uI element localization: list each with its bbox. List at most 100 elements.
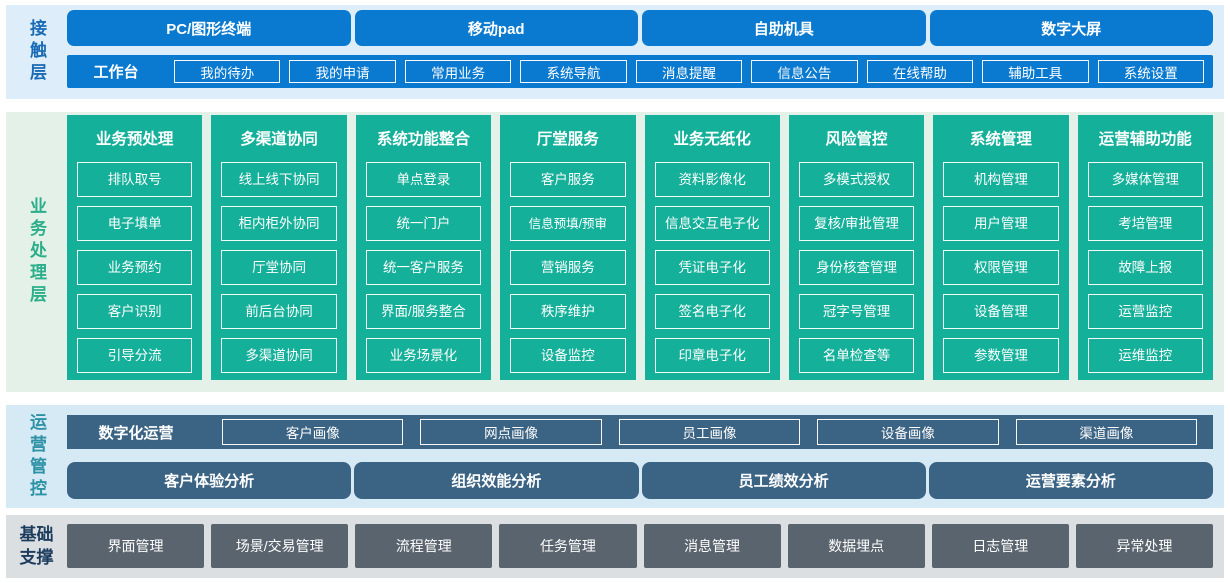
business-layer-body: 业务预处理 排队取号 电子填单 业务预约 客户识别 引导分流 多渠道协同 线上线…	[67, 112, 1213, 392]
business-columns: 业务预处理 排队取号 电子填单 业务预约 客户识别 引导分流 多渠道协同 线上线…	[67, 112, 1213, 380]
workbench-item-auxiliary-tools: 辅助工具	[982, 60, 1089, 83]
column-item: 柜内柜外协同	[221, 206, 337, 241]
column-title: 运营辅助功能	[1098, 131, 1192, 148]
column-item: 名单检查等	[798, 338, 915, 373]
operations-label-col: 运营管控	[6, 405, 67, 508]
portrait-customer: 客户画像	[222, 419, 404, 445]
digital-operations-bar: 数字化运营 客户画像 网点画像 员工画像 设备画像 渠道画像	[67, 415, 1213, 449]
column-operation-auxiliary-functions: 运营辅助功能 多媒体管理 考培管理 故障上报 运营监控 运维监控	[1077, 115, 1213, 380]
column-item: 多媒体管理	[1087, 162, 1203, 197]
column-item: 统一客户服务	[365, 250, 482, 285]
column-hall-service: 厅堂服务 客户服务 信息预填/预审 营销服务 秩序维护 设备监控	[500, 115, 636, 380]
channel-row: PC/图形终端 移动pad 自助机具 数字大屏	[67, 10, 1213, 46]
section-foundation-support: 基础支撑 界面管理 场景/交易管理 流程管理 任务管理 消息管理 数据埋点 日志…	[6, 515, 1224, 578]
column-title: 业务预处理	[95, 131, 174, 148]
business-layer-label: 业务处理层	[27, 197, 46, 307]
channel-pc-terminal: PC/图形终端	[67, 10, 351, 46]
column-item: 凭证电子化	[654, 250, 770, 285]
column-item: 签名电子化	[654, 294, 770, 329]
column-item: 复核/审批管理	[798, 206, 915, 241]
channel-mobile-pad: 移动pad	[354, 10, 638, 46]
foundation-item-process-management: 流程管理	[355, 524, 493, 568]
column-item: 厅堂协同	[221, 250, 337, 285]
column-title: 厅堂服务	[536, 131, 599, 148]
column-item: 多模式授权	[798, 162, 915, 197]
workbench-label: 工作台	[93, 64, 139, 81]
column-item: 冠字号管理	[798, 294, 915, 329]
section-business-processing-layer: 业务处理层 业务预处理 排队取号 电子填单 业务预约 客户识别 引导分流 多渠道…	[6, 112, 1224, 392]
foundation-item-exception-handling: 异常处理	[1075, 524, 1213, 568]
foundation-item-log-management: 日志管理	[931, 524, 1069, 568]
foundation-item-message-management: 消息管理	[643, 524, 781, 568]
column-multi-channel-collaboration: 多渠道协同 线上线下协同 柜内柜外协同 厅堂协同 前后台协同 多渠道协同	[211, 115, 347, 380]
column-title: 多渠道协同	[240, 131, 318, 148]
portrait-employee: 员工画像	[618, 419, 801, 445]
operations-label: 运营管控	[27, 412, 46, 501]
analysis-customer-experience: 客户体验分析	[67, 462, 352, 499]
column-item: 统一门户	[365, 206, 482, 241]
column-item: 资料影像化	[654, 162, 770, 197]
column-item: 排队取号	[77, 162, 193, 197]
analysis-employee-performance: 员工绩效分析	[641, 462, 926, 499]
column-title: 业务无纸化	[673, 131, 751, 148]
column-system-management: 系统管理 机构管理 用户管理 权限管理 设备管理 参数管理	[933, 115, 1069, 380]
column-item: 业务预约	[77, 250, 193, 285]
column-title: 风险管控	[825, 131, 888, 148]
column-item: 界面/服务整合	[365, 294, 482, 329]
column-item: 运营监控	[1087, 294, 1203, 329]
workbench-item-info-announcement: 信息公告	[751, 60, 858, 83]
foundation-label: 基础支撑	[19, 525, 54, 567]
foundation-label-col: 基础支撑	[6, 515, 67, 578]
column-item: 引导分流	[77, 338, 193, 373]
analysis-organization-efficiency: 组织效能分析	[354, 462, 639, 499]
contact-layer-body: PC/图形终端 移动pad 自助机具 数字大屏 工作台 我的待办 我的申请 常用…	[67, 5, 1213, 99]
column-item: 客户识别	[77, 294, 193, 329]
column-title: 系统管理	[969, 131, 1032, 148]
portrait-channel: 渠道画像	[1015, 419, 1198, 445]
foundation-item-data-tracking: 数据埋点	[787, 524, 925, 568]
column-item: 身份核查管理	[798, 250, 915, 285]
column-item: 信息预填/预审	[510, 206, 626, 241]
column-item: 设备监控	[510, 338, 626, 373]
analysis-row: 客户体验分析 组织效能分析 员工绩效分析 运营要素分析	[67, 462, 1213, 499]
column-item: 参数管理	[943, 338, 1059, 373]
contact-layer-label: 接触层	[27, 19, 46, 85]
workbench-item-system-settings: 系统设置	[1097, 60, 1204, 83]
column-paperless-business: 业务无纸化 资料影像化 信息交互电子化 凭证电子化 签名电子化 印章电子化	[644, 115, 780, 380]
column-item: 线上线下协同	[221, 162, 337, 197]
workbench-item-my-todo: 我的待办	[174, 60, 281, 83]
workbench-item-message-reminder: 消息提醒	[635, 60, 743, 83]
foundation-item-task-management: 任务管理	[499, 524, 637, 568]
column-item: 秩序维护	[510, 294, 626, 329]
column-item: 信息交互电子化	[654, 206, 770, 241]
column-item: 机构管理	[943, 162, 1059, 197]
column-business-preprocessing: 业务预处理 排队取号 电子填单 业务预约 客户识别 引导分流	[67, 115, 203, 380]
column-item: 故障上报	[1087, 250, 1203, 285]
column-item: 业务场景化	[365, 338, 482, 373]
column-title: 系统功能整合	[376, 131, 470, 148]
contact-layer-label-col: 接触层	[6, 5, 67, 99]
column-item: 多渠道协同	[221, 338, 337, 373]
workbench-item-online-help: 在线帮助	[866, 60, 974, 83]
foundation-item-ui-management: 界面管理	[67, 524, 205, 568]
operations-body: 数字化运营 客户画像 网点画像 员工画像 设备画像 渠道画像 客户体验分析 组织…	[67, 405, 1213, 508]
analysis-operation-elements: 运营要素分析	[928, 462, 1213, 499]
business-layer-label-col: 业务处理层	[6, 112, 67, 392]
workbench-item-system-navigation: 系统导航	[520, 60, 627, 83]
foundation-body: 界面管理 场景/交易管理 流程管理 任务管理 消息管理 数据埋点 日志管理 异常…	[67, 515, 1213, 578]
column-item: 权限管理	[943, 250, 1059, 285]
portrait-device: 设备画像	[817, 419, 999, 445]
portrait-branch: 网点画像	[420, 419, 602, 445]
section-contact-layer: 接触层 PC/图形终端 移动pad 自助机具 数字大屏 工作台 我的待办 我的申…	[6, 5, 1224, 99]
workbench-item-common-business: 常用业务	[404, 60, 512, 83]
column-item: 营销服务	[510, 250, 626, 285]
column-item: 印章电子化	[654, 338, 770, 373]
column-item: 电子填单	[77, 206, 193, 241]
column-system-function-integration: 系统功能整合 单点登录 统一门户 统一客户服务 界面/服务整合 业务场景化	[355, 115, 492, 380]
column-item: 运维监控	[1087, 338, 1203, 373]
channel-self-service: 自助机具	[642, 10, 926, 46]
column-item: 设备管理	[943, 294, 1059, 329]
foundation-item-scene-transaction-management: 场景/交易管理	[211, 524, 349, 568]
workbench-item-my-applications: 我的申请	[289, 60, 396, 83]
